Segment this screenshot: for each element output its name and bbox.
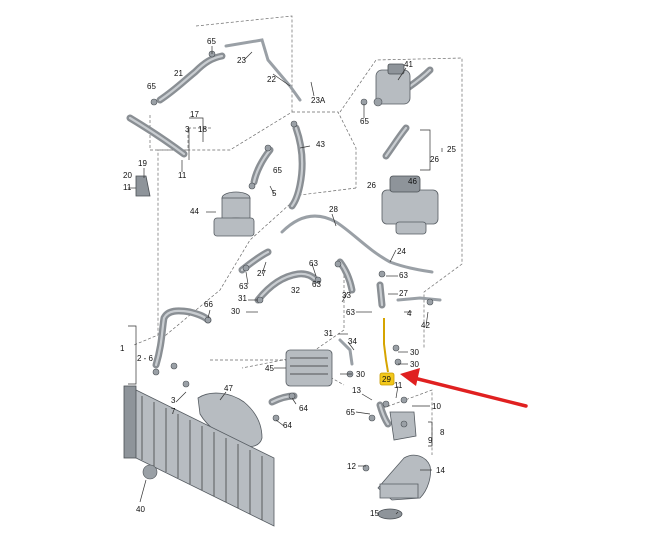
filter-housing [213, 191, 255, 237]
label-65: 65 [207, 37, 216, 46]
label-40: 40 [136, 505, 145, 514]
oil-cooler-45 [285, 349, 333, 387]
label-21: 21 [174, 69, 183, 78]
label-32: 32 [291, 286, 300, 295]
label-30: 30 [410, 348, 419, 357]
label-25: 25 [447, 145, 456, 154]
red-arrow-head [400, 368, 420, 386]
label-24: 24 [397, 247, 406, 256]
label-47: 47 [224, 384, 233, 393]
label-65: 65 [346, 408, 355, 417]
label-26: 26 [367, 181, 376, 190]
label-27: 27 [257, 269, 266, 278]
label-41: 41 [404, 60, 413, 69]
label-3: 3 [171, 396, 176, 405]
label-23a: 23A [311, 96, 326, 105]
label-63: 63 [399, 271, 408, 280]
highlight-callout: 29 [379, 368, 528, 408]
label-45: 45 [265, 364, 274, 373]
label-66: 66 [204, 300, 213, 309]
hoses [126, 38, 442, 428]
label-34: 34 [348, 337, 357, 346]
label-64: 64 [283, 421, 292, 430]
pump-46 [381, 175, 439, 235]
label-63: 63 [239, 282, 248, 291]
label-22: 22 [267, 75, 276, 84]
label-11: 11 [123, 183, 132, 192]
label-11: 11 [394, 381, 403, 390]
label-30: 30 [356, 370, 365, 379]
label-10: 10 [432, 402, 441, 411]
label-3: 3 [185, 125, 190, 134]
label-20: 20 [123, 171, 132, 180]
label-65: 65 [147, 82, 156, 91]
highlight-box-29 [379, 372, 395, 386]
label-65: 65 [360, 117, 369, 126]
highlighted-pipe [383, 318, 389, 373]
components [123, 50, 439, 527]
label-12: 12 [347, 462, 356, 471]
label-5: 5 [272, 189, 277, 198]
label-63: 63 [346, 308, 355, 317]
label-28: 28 [329, 205, 338, 214]
callout-labels: 65 21 23 22 23A 41 65 65 17 18 3 11 43 2… [120, 37, 456, 518]
label-11: 11 [178, 171, 187, 180]
radiator-40 [123, 385, 275, 527]
thermostat-housing [373, 63, 411, 107]
label-63: 63 [309, 259, 318, 268]
label-27: 27 [399, 289, 408, 298]
label-30: 30 [410, 360, 419, 369]
label-19: 19 [138, 159, 147, 168]
label-13: 13 [352, 386, 361, 395]
label-18: 18 [198, 125, 207, 134]
label-15: 15 [370, 509, 379, 518]
outlet-housing [377, 454, 431, 520]
label-4: 4 [407, 309, 412, 318]
label-2-6: 2 - 6 [137, 354, 154, 363]
label-44: 44 [190, 207, 199, 216]
label-7: 7 [171, 407, 176, 416]
label-14: 14 [436, 466, 445, 475]
label-9: 9 [428, 436, 433, 445]
label-33: 33 [342, 291, 351, 300]
label-1: 1 [120, 344, 125, 353]
label-63: 63 [312, 280, 321, 289]
label-43: 43 [316, 140, 325, 149]
label-8: 8 [440, 428, 445, 437]
label-26: 26 [430, 155, 439, 164]
label-17: 17 [190, 110, 199, 119]
label-64: 64 [299, 404, 308, 413]
label-65: 65 [273, 166, 282, 175]
clamps [135, 50, 434, 472]
red-arrow-shaft [412, 376, 528, 408]
label-42: 42 [421, 321, 430, 330]
label-30: 30 [231, 307, 240, 316]
label-31: 31 [324, 329, 333, 338]
label-23: 23 [237, 56, 246, 65]
flange-8 [389, 411, 417, 441]
label-46: 46 [408, 177, 417, 186]
leader-lines [128, 46, 443, 515]
highlight-label-29: 29 [382, 375, 391, 384]
label-31: 31 [238, 294, 247, 303]
